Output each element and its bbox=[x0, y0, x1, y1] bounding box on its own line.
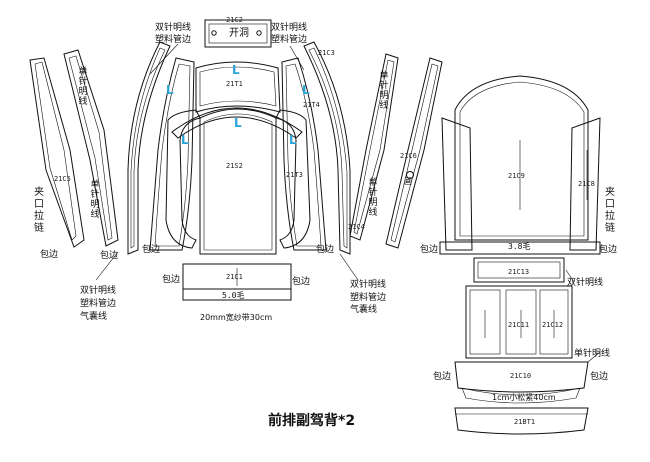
piece-21bt1 bbox=[454, 407, 589, 435]
piece-21c10 bbox=[454, 361, 589, 404]
label-br-double: 双针明线 bbox=[350, 280, 387, 290]
code-21c10: 21C10 bbox=[510, 372, 532, 380]
label-double-stitch-left: 双针明线 bbox=[155, 23, 192, 33]
piece-21t1 bbox=[195, 61, 281, 113]
label-single-stitch-top-right: 单针明线 bbox=[379, 71, 389, 111]
l-mark-center: L bbox=[234, 116, 242, 130]
piece-21c5 bbox=[29, 57, 85, 248]
piece-21s2 bbox=[199, 108, 277, 255]
label-single-stitch-mid-left: 单针明线 bbox=[90, 180, 100, 220]
code-21t1: 21T1 bbox=[226, 80, 243, 88]
piece-21c1 bbox=[182, 263, 292, 301]
piece-21c4 bbox=[349, 53, 399, 241]
code-21c4: 21C4 bbox=[348, 223, 365, 231]
piece-21c3 bbox=[303, 41, 351, 255]
label-edge-1: 包边 bbox=[40, 250, 59, 260]
label-bl-airbag: 气囊线 bbox=[80, 312, 108, 322]
label-double-stitch-right: 双针明线 bbox=[271, 23, 308, 33]
piece-left-inner bbox=[165, 109, 201, 249]
code-21c12: 21C12 bbox=[542, 321, 564, 329]
label-br-airbag: 气囊线 bbox=[350, 305, 378, 315]
piece-21c11-group bbox=[465, 285, 573, 359]
label-bl-double: 双针明线 bbox=[80, 286, 117, 296]
code-21c9: 21C9 bbox=[508, 172, 525, 180]
label-edge-10: 包边 bbox=[590, 372, 609, 382]
label-edge-4: 包边 bbox=[316, 245, 335, 255]
l-mark-right: L bbox=[302, 83, 310, 97]
label-kaidong: 开洞 bbox=[229, 28, 249, 39]
label-plastic-edge-right: 塑料管边 bbox=[271, 35, 308, 45]
piece-21c2 bbox=[204, 19, 272, 48]
label-edge-2: 包边 bbox=[100, 251, 119, 261]
piece-38-band bbox=[439, 241, 601, 255]
piece-21c9 bbox=[454, 75, 589, 241]
label-c6-mark: 画 bbox=[404, 177, 412, 186]
l-mark-top: L bbox=[232, 63, 240, 77]
leader-lines bbox=[95, 43, 601, 363]
label-edge-3: 包边 bbox=[142, 245, 161, 255]
piece-c9-left-strip bbox=[441, 117, 473, 251]
code-21c11: 21C11 bbox=[508, 321, 530, 329]
code-21c5: 21C5 bbox=[54, 175, 71, 183]
code-21c3: 21C3 bbox=[318, 49, 335, 57]
label-edge-7: 包边 bbox=[162, 275, 181, 285]
label-edge-6: 包边 bbox=[599, 245, 618, 255]
label-single-stitch-mid-right: 单针明线 bbox=[368, 178, 378, 218]
code-21c6: 21C6 bbox=[400, 152, 417, 160]
label-belt: 20mm宽纱带30cm bbox=[200, 313, 273, 322]
label-zipper-right: 夹口拉链 bbox=[605, 187, 615, 234]
label-bl-plastic: 塑料管边 bbox=[80, 299, 117, 309]
label-right-single: 单针明线 bbox=[574, 349, 611, 359]
l-mark-inner-left: L bbox=[181, 133, 189, 147]
label-br-plastic: 塑料管边 bbox=[350, 293, 387, 303]
page-title: 前排副驾背*2 bbox=[268, 413, 356, 429]
label-single-stitch-top-left: 单针明线 bbox=[78, 67, 88, 107]
label-edge-9: 包边 bbox=[433, 372, 452, 382]
l-mark-inner-right: L bbox=[289, 133, 297, 147]
label-edge-8: 包边 bbox=[292, 277, 311, 287]
code-21c8: 21C8 bbox=[578, 180, 595, 188]
label-right-double: 双针明线 bbox=[567, 278, 604, 288]
code-21c2: 21C2 bbox=[226, 16, 243, 24]
piece-left-side bbox=[149, 57, 195, 251]
piece-right-inner bbox=[275, 109, 311, 249]
label-zipper-left: 夹口拉链 bbox=[34, 187, 44, 234]
code-21s2: 21S2 bbox=[226, 162, 243, 170]
code-21c13: 21C13 bbox=[508, 268, 530, 276]
code-21t3: 21T3 bbox=[286, 171, 303, 179]
label-mo-38: 3.8毛 bbox=[508, 242, 531, 251]
label-5mm: 5.0毛 bbox=[222, 291, 245, 300]
piece-21c8 bbox=[569, 117, 601, 251]
code-21c1: 21C1 bbox=[226, 273, 243, 281]
piece-21c13 bbox=[473, 257, 565, 283]
label-plastic-edge-left: 塑料管边 bbox=[155, 35, 192, 45]
piece-left-arc bbox=[127, 41, 171, 255]
piece-21t4 bbox=[281, 57, 327, 251]
piece-21c6 bbox=[385, 57, 443, 249]
label-edge-5: 包边 bbox=[420, 245, 439, 255]
piece-left-strip bbox=[63, 49, 119, 247]
label-elastic: 1cm小松紧40cm bbox=[492, 393, 556, 402]
l-mark-left: L bbox=[166, 83, 174, 97]
code-21bt1: 21BT1 bbox=[514, 418, 536, 426]
piece-center-arc bbox=[171, 107, 303, 139]
code-21t4: 21T4 bbox=[303, 101, 320, 109]
